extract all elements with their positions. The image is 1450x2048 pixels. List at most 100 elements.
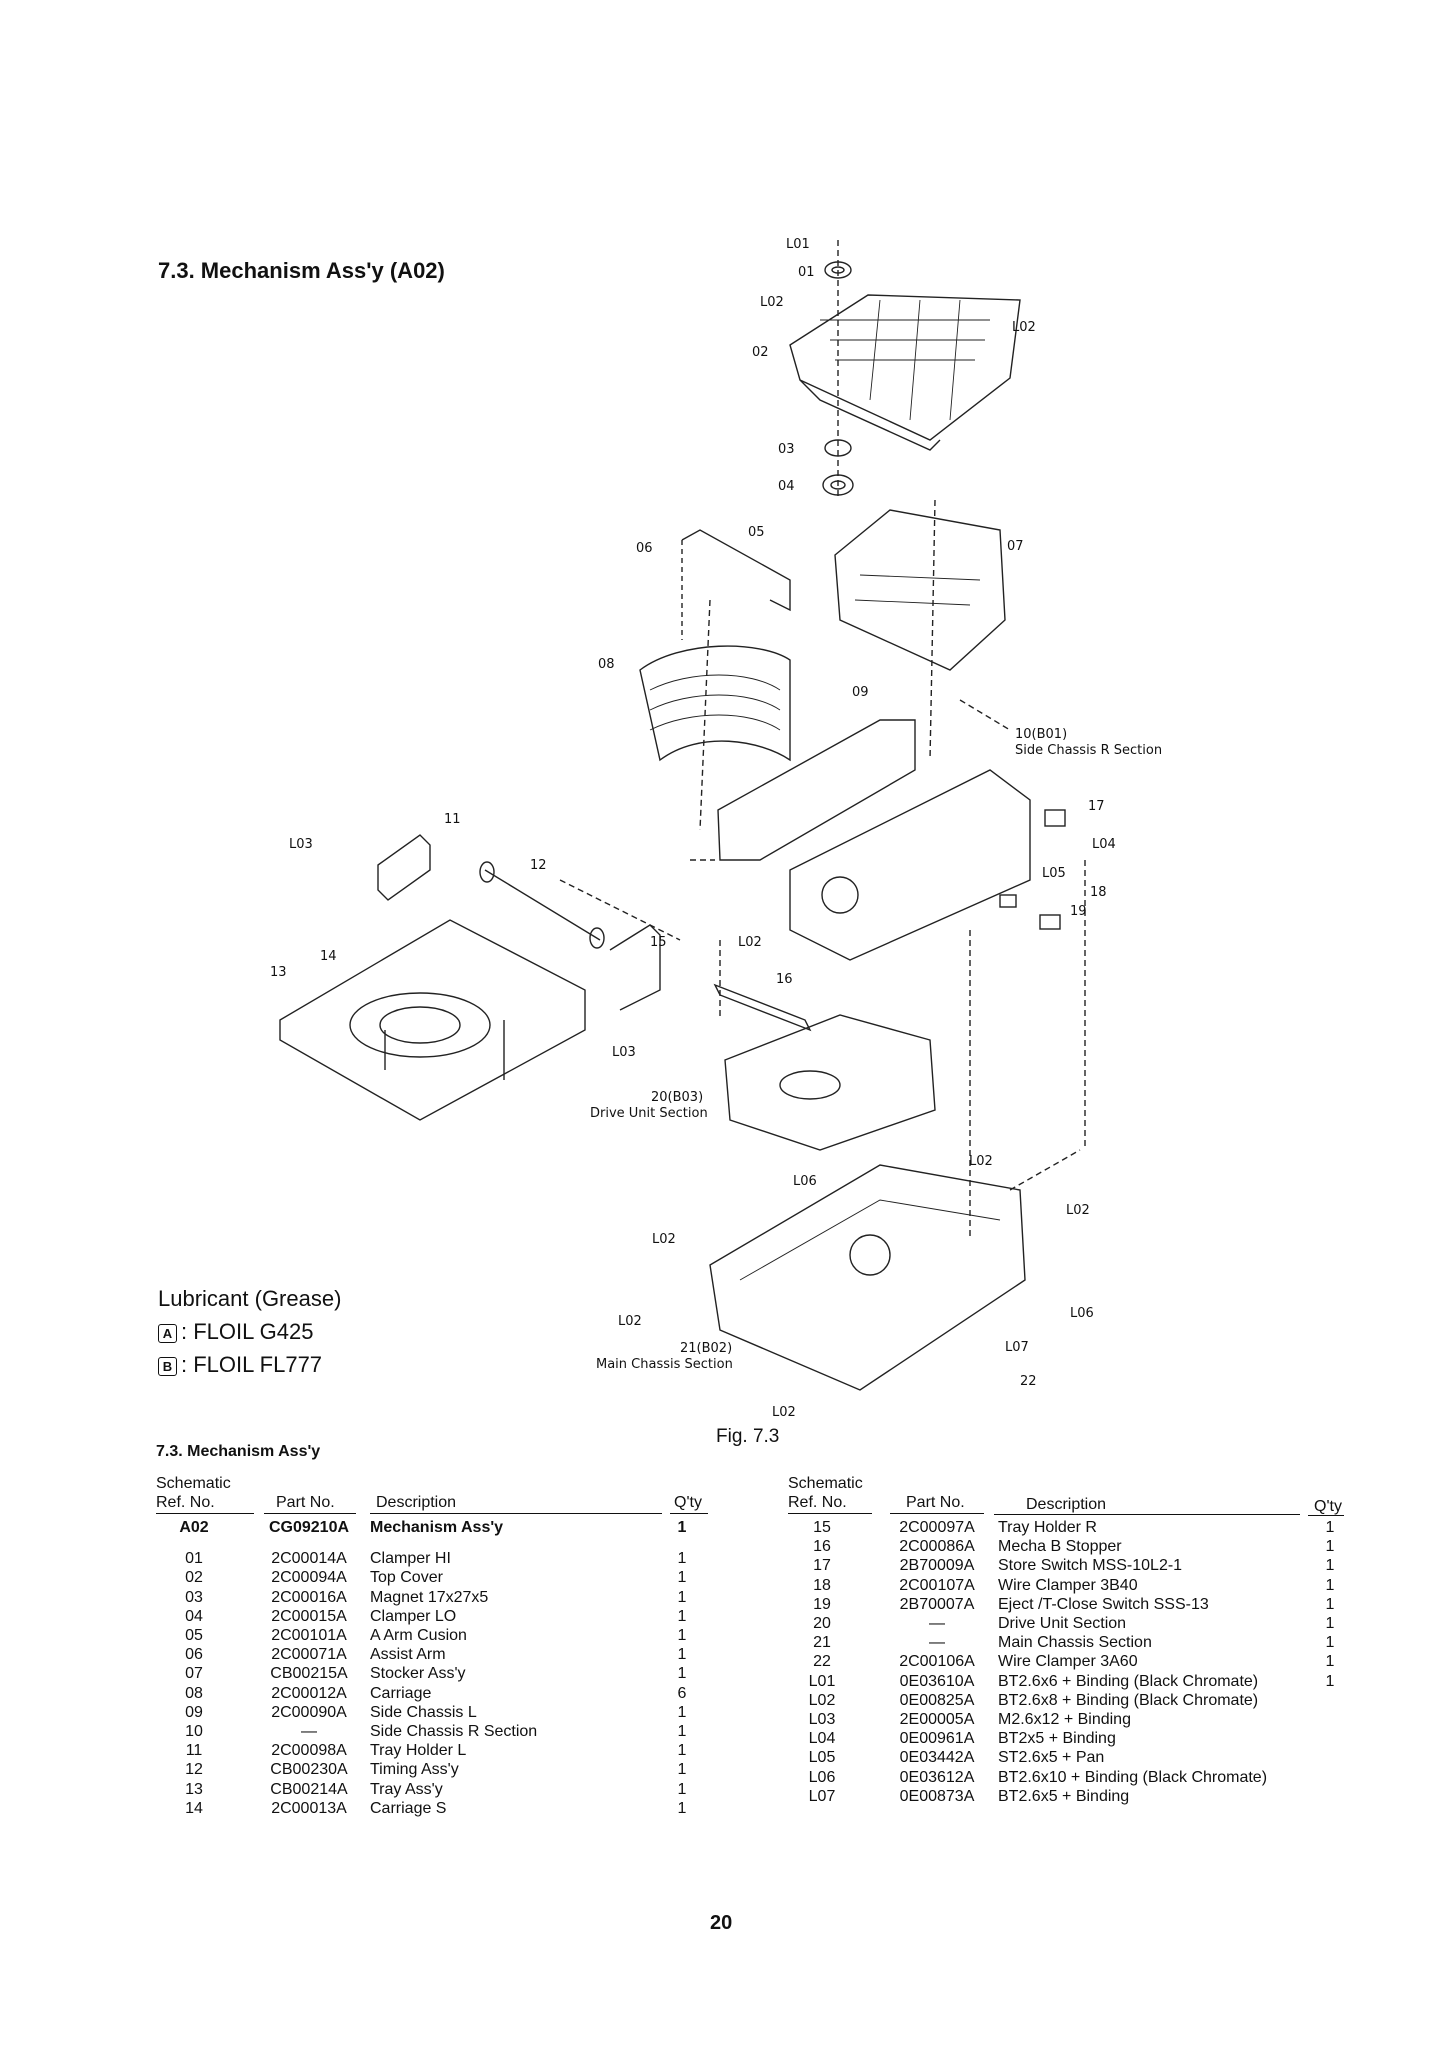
table-row: 18 2C00107A Wire Clamper 3B40 1 [788, 1576, 1348, 1595]
ref-cell: A02 [179, 1519, 209, 1536]
description-cell: Wire Clamper 3A60 [998, 1653, 1138, 1671]
ref-cell: 18 [813, 1576, 831, 1594]
callout-L02-far-right: L02 [1066, 1203, 1090, 1218]
description-cell: Tray Ass'y [370, 1780, 443, 1798]
page-number: 20 [710, 1912, 733, 1934]
ref-cell: 20 [813, 1615, 831, 1632]
stocker-part [834, 509, 1006, 671]
ref-cell: 08 [185, 1684, 203, 1702]
tray-part [279, 919, 586, 1121]
callout-05: 05 [748, 525, 765, 540]
qty-cell: 1 [677, 1627, 687, 1644]
description-cell: Side Chassis L [370, 1703, 477, 1721]
part-cell: 2B70009A [899, 1557, 975, 1575]
qty-cell: 1 [1325, 1634, 1335, 1652]
callout-03: 03 [778, 442, 795, 457]
callout-01: 01 [798, 265, 815, 280]
part-cell: 2C00097A [899, 1519, 975, 1536]
ref-cell: 19 [813, 1595, 831, 1613]
callout-13: 13 [270, 965, 287, 980]
callout-20-section: Drive Unit Section [590, 1106, 708, 1121]
description-cell: Side Chassis R Section [370, 1723, 538, 1740]
ref-cell: L03 [808, 1711, 836, 1728]
ref-cell: 09 [185, 1703, 203, 1721]
part-cell: 0E00961A [899, 1730, 975, 1748]
ref-cell: 17 [813, 1557, 831, 1575]
callout-L04: L04 [1092, 837, 1116, 852]
part-cell: 0E03442A [899, 1749, 975, 1767]
ref-cell: 06 [185, 1646, 203, 1664]
qty-cell: 1 [677, 1742, 687, 1760]
qty-cell: 1 [1325, 1615, 1335, 1632]
ref-cell: 03 [185, 1588, 203, 1606]
callout-12: 12 [530, 858, 547, 873]
callout-L06-left: L06 [793, 1174, 817, 1189]
callout-17: 17 [1088, 799, 1105, 814]
tray-holder-l-part [377, 834, 431, 901]
part-cell: CG09210A [268, 1519, 350, 1536]
ref-cell: 05 [185, 1627, 203, 1644]
description-cell: Main Chassis Section [998, 1634, 1152, 1652]
ref-cell: 21 [813, 1634, 831, 1652]
callout-04: 04 [778, 479, 795, 494]
ref-cell: 10 [185, 1723, 203, 1740]
header-part: Part No. [276, 1494, 335, 1511]
description-cell: Clamper LO [370, 1607, 457, 1625]
part-cell: 0E00825A [899, 1691, 975, 1709]
grease-a-mark: A [158, 1324, 177, 1343]
ref-cell: L01 [808, 1672, 836, 1690]
callout-19: 19 [1070, 904, 1087, 919]
part-cell: 2C00107A [899, 1576, 975, 1594]
part-cell: 2C00014A [271, 1550, 347, 1568]
part-cell: 2C00071A [271, 1646, 347, 1664]
eject-switch-part [1039, 914, 1061, 930]
qty-cell: 1 [1325, 1653, 1335, 1671]
ref-cell: 15 [813, 1519, 831, 1536]
description-cell: BT2.6x8 + Binding (Black Chromate) [998, 1691, 1259, 1709]
description-cell: Carriage S [370, 1799, 447, 1817]
part-cell: CB00215A [270, 1665, 348, 1683]
part-cell: 2C00101A [271, 1627, 347, 1644]
part-cell: 2C00106A [899, 1653, 975, 1671]
description-cell: Wire Clamper 3B40 [998, 1576, 1138, 1594]
ref-cell: 11 [185, 1742, 203, 1760]
ref-cell: 12 [185, 1761, 203, 1779]
ref-cell: L02 [808, 1691, 836, 1709]
ref-cell: 14 [185, 1799, 203, 1817]
ref-cell: 02 [185, 1569, 203, 1587]
grease-b-mark: B [158, 1357, 177, 1376]
lubricant-item-b: B: FLOIL FL777 [158, 1348, 341, 1381]
callout-L02-chassis-left: L02 [652, 1232, 676, 1247]
callout-21-section: Main Chassis Section [596, 1357, 733, 1372]
drive-unit-part [724, 1014, 936, 1151]
part-cell: CB00214A [270, 1780, 348, 1798]
part-cell: 0E03612A [899, 1768, 975, 1786]
ref-cell: 13 [185, 1780, 203, 1798]
main-chassis-part [709, 1164, 1026, 1391]
qty-cell: 1 [677, 1550, 687, 1568]
right-parts-table: Schematic Ref. No. Part No. Description … [788, 1474, 1348, 1834]
header-qty-right: Q'ty [1314, 1498, 1342, 1515]
callout-20: 20(B03) [651, 1090, 703, 1105]
tray-holder-r-part [609, 924, 661, 1011]
callout-L06-right: L06 [1070, 1306, 1094, 1321]
description-cell: Tray Holder R [998, 1519, 1097, 1536]
qty-cell: 1 [1325, 1576, 1335, 1594]
